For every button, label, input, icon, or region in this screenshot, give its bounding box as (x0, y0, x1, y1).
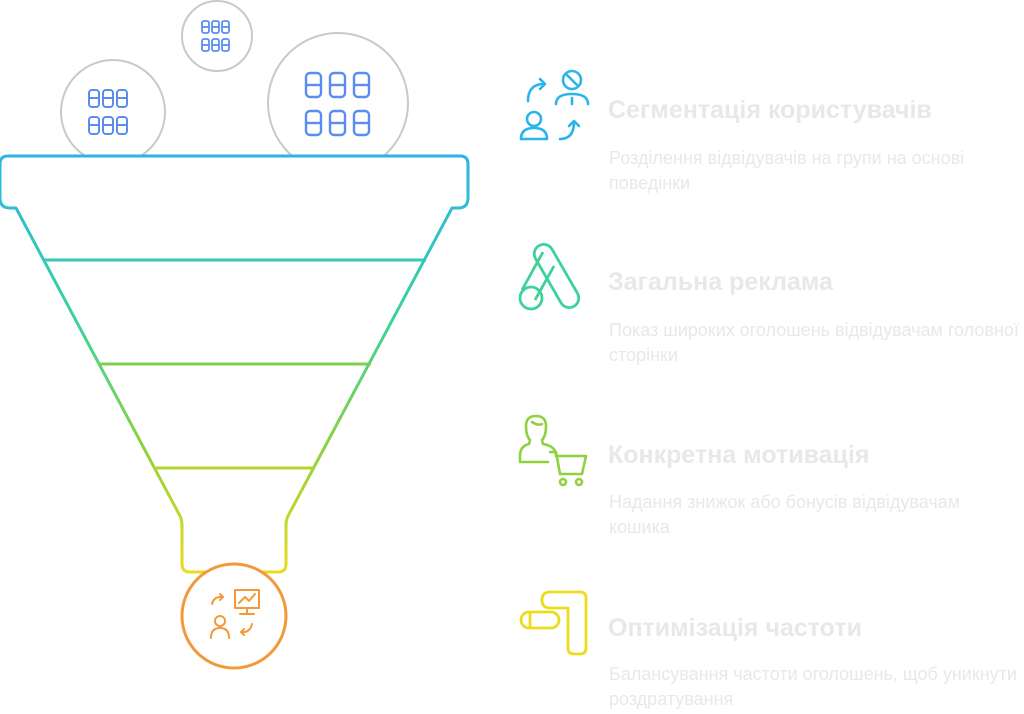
user-segmentation-icon (519, 69, 590, 141)
ads-logo-icon (518, 243, 581, 311)
step-description-general-ads: Показ широких оголошень відвідувачам гол… (609, 320, 1019, 365)
grid-icon (201, 20, 230, 52)
grid-icon (304, 71, 371, 137)
step-description-segmentation: Розділення відвідувачів на групи на осно… (609, 148, 965, 193)
bubble-large-right (267, 32, 409, 174)
bubble-small-left (60, 59, 166, 165)
grid-icon (88, 89, 128, 135)
funnel-output-bubble (180, 562, 288, 670)
step-title-segmentation: Сегментація користувачів (608, 96, 932, 124)
step-description-specific-motivation: Надання знижок або бонусів відвідувачам … (609, 492, 961, 537)
step-title-general-ads: Загальна реклама (608, 268, 833, 296)
analytics-cycle-icon (210, 589, 260, 639)
user-cart-icon (518, 414, 588, 487)
step-description-frequency-optimization: Балансування частоти оголошень, щоб уник… (609, 664, 1017, 709)
step-title-frequency-optimization: Оптимізація частоти (608, 614, 862, 642)
step-title-specific-motivation: Конкретна мотивація (608, 441, 870, 469)
bubble-top-center (181, 0, 253, 72)
frequency-optimization-icon (519, 590, 588, 656)
